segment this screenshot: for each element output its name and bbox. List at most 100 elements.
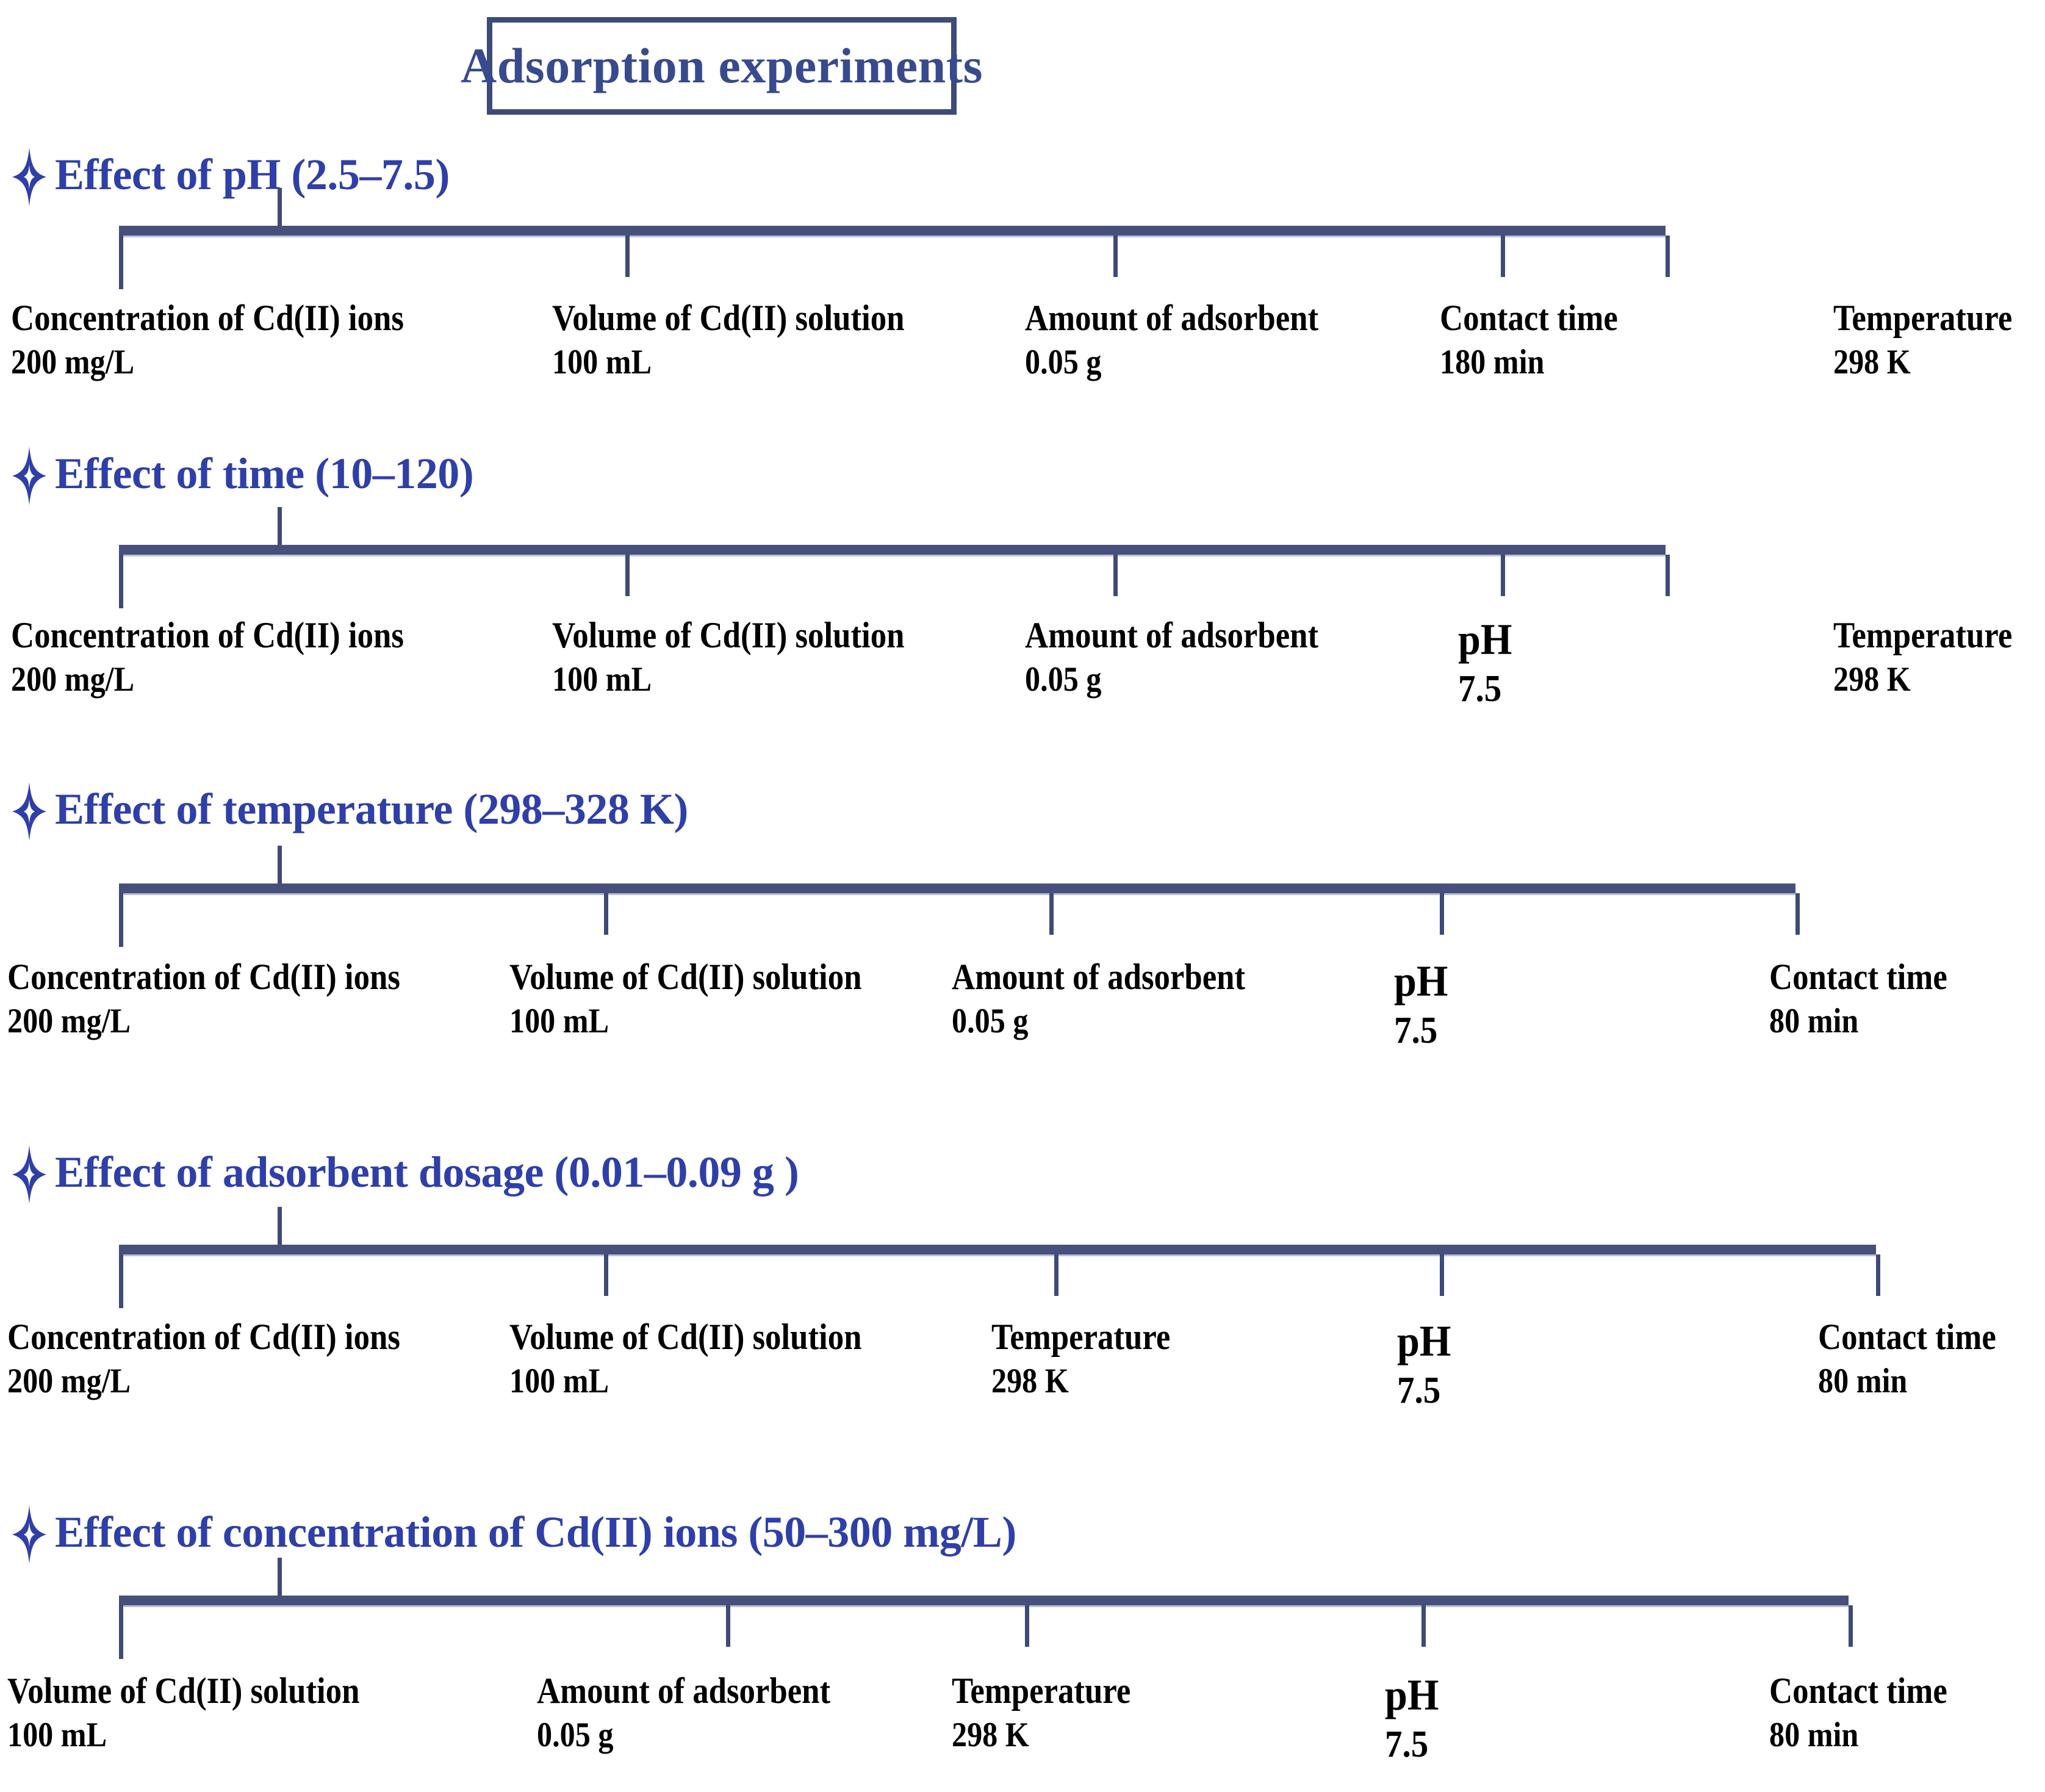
parameter-name: Volume of Cd(II) solution xyxy=(509,957,862,997)
bracket-drop-line xyxy=(1421,1605,1426,1647)
parameter-item: Contact time 180 min xyxy=(1440,298,1642,383)
section-heading[interactable]: Effect of concentration of Cd(II) ions (… xyxy=(11,1504,1016,1564)
section-heading-label: Effect of pH (2.5–7.5) xyxy=(55,149,450,199)
four-pointed-star-icon xyxy=(11,781,49,841)
parameter-value: 200 mg/L xyxy=(11,342,135,381)
bracket-drop-line xyxy=(1501,236,1505,277)
parameter-value: 298 K xyxy=(1833,660,1911,699)
bracket-drop-line xyxy=(1054,1254,1058,1296)
bracket-drop-line xyxy=(1795,893,1800,935)
parameter-value: 7.5 xyxy=(1394,1010,1438,1052)
parameter-value: 100 mL xyxy=(7,1715,107,1754)
parameter-value: 80 min xyxy=(1769,1001,1859,1040)
parameter-item: Amount of adsorbent 0.05 g xyxy=(537,1671,871,1756)
parameter-item: Amount of adsorbent 0.05 g xyxy=(1025,616,1359,700)
parameter-value: 80 min xyxy=(1818,1361,1908,1400)
parameter-name: Temperature xyxy=(1833,298,2013,338)
section-heading-label: Effect of concentration of Cd(II) ions (… xyxy=(55,1507,1016,1556)
section-heading[interactable]: Effect of adsorbent dosage (0.01–0.09 g … xyxy=(11,1144,799,1204)
bracket-drop-line xyxy=(119,1254,123,1308)
parameter-value: 80 min xyxy=(1769,1715,1859,1754)
parameter-item: Temperature 298 K xyxy=(1833,616,2036,700)
bracket-horizontal-bar xyxy=(119,883,1795,895)
bracket-drop-line xyxy=(1849,1605,1853,1647)
parameter-value: 7.5 xyxy=(1458,668,1502,710)
parameter-value: 7.5 xyxy=(1385,1724,1429,1766)
parameter-item: Concentration of Cd(II) ions 200 mg/L xyxy=(11,298,458,383)
parameter-item: Volume of Cd(II) solution 100 mL xyxy=(509,957,910,1042)
parameter-name: Volume of Cd(II) solution xyxy=(552,615,905,655)
bracket-drop-line xyxy=(1876,1254,1880,1296)
parameter-name: Contact time xyxy=(1769,1671,1947,1711)
bracket-drop-line xyxy=(625,236,630,277)
section-heading[interactable]: Effect of time (10–120) xyxy=(11,445,474,505)
parameter-value: 100 mL xyxy=(552,342,652,381)
parameter-item: Temperature 298 K xyxy=(952,1671,1155,1756)
parameter-name: Concentration of Cd(II) ions xyxy=(7,1317,400,1357)
section-heading[interactable]: Effect of temperature (298–328 K) xyxy=(11,781,688,841)
four-pointed-star-icon xyxy=(11,1144,49,1204)
bracket-drop-line xyxy=(726,1605,730,1647)
bracket-stem xyxy=(278,507,282,555)
parameter-name: Concentration of Cd(II) ions xyxy=(11,298,404,338)
bracket-drop-line xyxy=(119,555,123,608)
section-heading-label: Effect of adsorbent dosage (0.01–0.09 g … xyxy=(55,1147,799,1196)
bracket-drop-line xyxy=(119,236,123,289)
bracket-drop-line xyxy=(119,893,123,947)
parameter-value: 100 mL xyxy=(509,1001,609,1040)
four-pointed-star-icon xyxy=(11,146,49,206)
bracket-stem xyxy=(278,188,282,236)
bracket-drop-line xyxy=(1113,236,1118,277)
bracket-stem xyxy=(278,1558,282,1605)
bracket-drop-line xyxy=(1049,893,1054,935)
bracket-stem xyxy=(278,1207,282,1254)
parameter-item: Temperature 298 K xyxy=(991,1317,1195,1402)
bracket-drop-line xyxy=(1666,236,1670,277)
parameter-item: Contact time 80 min xyxy=(1818,1317,2021,1402)
parameter-value: 180 min xyxy=(1440,342,1545,381)
parameter-name: pH xyxy=(1458,615,1512,664)
bracket-drop-line xyxy=(1025,1605,1029,1647)
four-pointed-star-icon xyxy=(11,1504,49,1564)
bracket-drop-line xyxy=(119,1605,123,1659)
parameter-value: 0.05 g xyxy=(1025,660,1102,699)
parameter-name: pH xyxy=(1394,957,1448,1006)
parameter-item: Volume of Cd(II) solution 100 mL xyxy=(552,298,952,383)
parameter-name: Concentration of Cd(II) ions xyxy=(7,957,400,997)
diagram-title-box: Adsorption experiments xyxy=(461,17,983,115)
parameter-name: pH xyxy=(1385,1671,1439,1719)
parameter-name: Temperature xyxy=(1833,615,2013,655)
parameter-name: Contact time xyxy=(1440,298,1618,338)
parameter-name: Temperature xyxy=(991,1317,1171,1357)
section-heading[interactable]: Effect of pH (2.5–7.5) xyxy=(11,146,450,206)
bracket-drop-line xyxy=(1440,893,1444,935)
bracket-drop-line xyxy=(1501,555,1505,596)
bracket-drop-line xyxy=(604,893,608,935)
parameter-value: 0.05 g xyxy=(537,1715,614,1754)
parameter-value: 100 mL xyxy=(509,1361,609,1400)
parameter-value: 200 mg/L xyxy=(11,660,135,699)
parameter-name: Volume of Cd(II) solution xyxy=(552,298,905,338)
parameter-item: Contact time 80 min xyxy=(1769,1671,1972,1756)
bracket-drop-line xyxy=(1666,555,1670,596)
parameter-name: Contact time xyxy=(1818,1317,1996,1357)
bracket-drop-line xyxy=(625,555,630,596)
parameter-name: Amount of adsorbent xyxy=(1025,615,1319,655)
parameter-value: 298 K xyxy=(952,1715,1029,1754)
parameter-name: Temperature xyxy=(952,1671,1131,1711)
parameter-item: pH 7.5 xyxy=(1385,1672,1443,1768)
parameter-value: 298 K xyxy=(991,1361,1069,1400)
parameter-name: Amount of adsorbent xyxy=(537,1671,831,1711)
parameter-name: Amount of adsorbent xyxy=(1025,298,1319,338)
